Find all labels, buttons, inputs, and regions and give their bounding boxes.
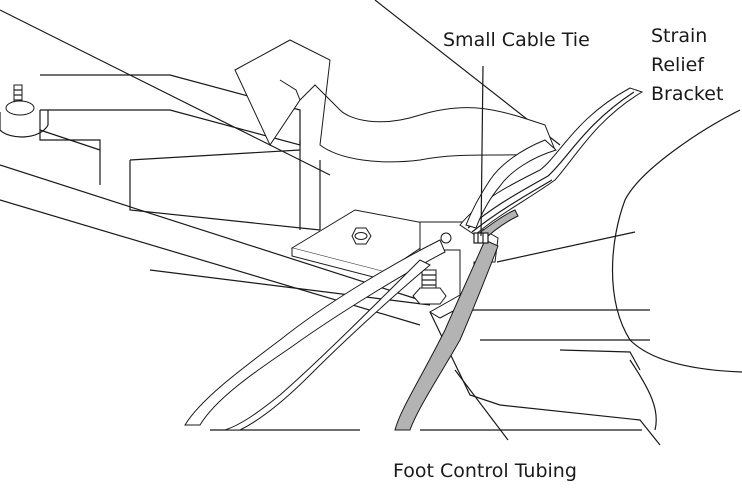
leader-cable-tie xyxy=(480,65,484,237)
white-cable xyxy=(465,139,557,229)
thin-tube xyxy=(184,239,446,431)
label-strain-relief-line3: Bracket xyxy=(651,83,724,105)
folded-flap xyxy=(234,39,556,163)
label-strain-relief-line2: Relief xyxy=(651,54,704,76)
label-strain-relief-line1: Strain xyxy=(651,25,708,47)
leader-strain-relief xyxy=(496,231,636,263)
foot-control-tubing xyxy=(394,239,499,431)
leader-foot-tubing xyxy=(454,369,509,441)
label-small-cable-tie: Small Cable Tie xyxy=(443,29,590,51)
mounting-block xyxy=(39,74,321,231)
leader-lines xyxy=(454,65,636,441)
bolt-under-plate xyxy=(412,269,447,305)
bolt-left xyxy=(0,84,49,138)
label-foot-control-tubing: Foot Control Tubing xyxy=(393,460,577,482)
